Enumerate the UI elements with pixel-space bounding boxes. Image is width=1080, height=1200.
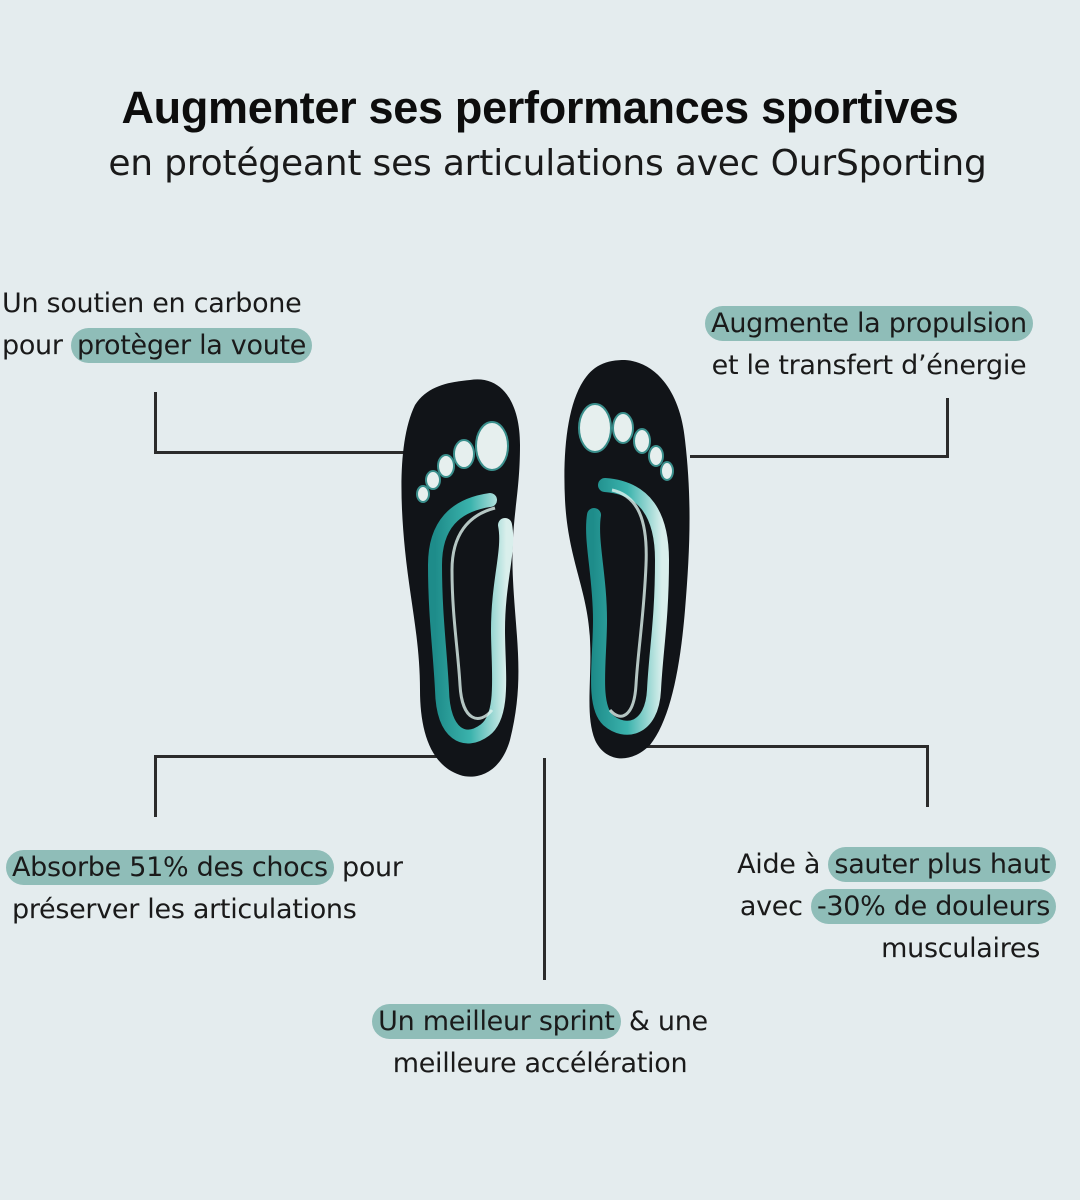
callout-propulsion-line2: et le transfert d’énergie: [711, 350, 1027, 381]
callout-propulsion-highlight: Augmente la propulsion: [705, 306, 1033, 341]
callout-jump-prefix: Aide à: [737, 849, 829, 880]
connector-bottom-center-vertical: [543, 758, 546, 980]
callout-pain-highlight: -30% de douleurs: [810, 889, 1056, 924]
callout-arch-prefix: pour: [2, 330, 71, 361]
callout-jump-highlight: sauter plus haut: [828, 847, 1056, 882]
callout-shock-line2: préserver les articulations: [12, 894, 357, 925]
callout-sprint: Un meilleur sprint & une meilleure accél…: [340, 1001, 740, 1085]
callout-shock-absorb: Absorbe 51% des chocs pour préserver les…: [6, 847, 403, 931]
callout-shock-highlight: Absorbe 51% des chocs: [6, 850, 334, 885]
callout-shock-suffix: pour: [333, 852, 403, 883]
callout-arch-line2: pour protèger la voute: [2, 325, 313, 367]
callout-arch-support: Un soutien en carbone pour protèger la v…: [2, 283, 313, 367]
connector-top-right-vertical: [946, 398, 949, 458]
connector-bottom-left-horizontal: [154, 755, 476, 758]
page-subtitle: en protégeant ses articulations avec Our…: [108, 143, 987, 184]
callout-arch-line1: Un soutien en carbone: [2, 288, 302, 319]
page-title: Augmenter ses performances sportives: [121, 82, 959, 133]
left-insole: [401, 379, 520, 777]
connector-top-left-horizontal: [154, 451, 404, 454]
connector-bottom-right-vertical: [926, 745, 929, 807]
callout-arch-highlight: protèger la voute: [70, 328, 313, 363]
connector-bottom-right-horizontal: [608, 745, 929, 748]
callout-jump: Aide à sauter plus haut avec -30% de dou…: [737, 844, 1056, 970]
connector-top-right-horizontal: [690, 455, 949, 458]
insoles-icon: [401, 360, 690, 777]
right-insole: [564, 360, 690, 759]
callout-sprint-suffix: & une: [620, 1006, 708, 1037]
connector-top-left-vertical: [154, 392, 157, 454]
callout-sprint-line2: meilleure accélération: [392, 1048, 688, 1079]
callout-jump-line3: musculaires: [881, 933, 1040, 964]
callout-sprint-highlight: Un meilleur sprint: [372, 1004, 621, 1039]
callout-pain-prefix: avec: [739, 891, 811, 922]
callout-propulsion: Augmente la propulsion et le transfert d…: [689, 303, 1049, 387]
connector-bottom-left-vertical: [154, 755, 157, 817]
